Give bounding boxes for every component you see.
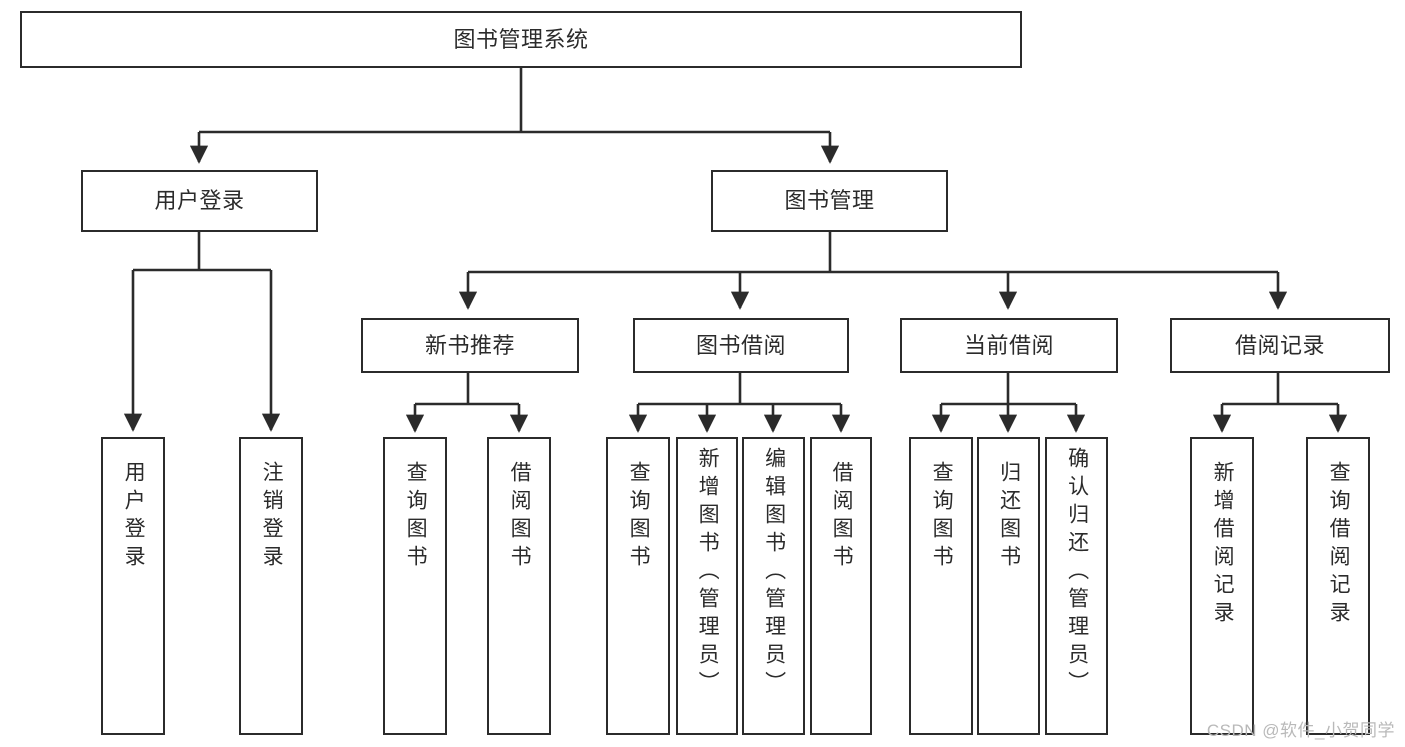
node-user-login-label: 用户登录: [154, 188, 245, 214]
node-leaf-query-record[interactable]: 查询借阅记录: [1306, 437, 1370, 735]
node-user-login[interactable]: 用户登录: [81, 170, 318, 232]
node-leaf-edit-book[interactable]: 编辑图书（管理员）: [742, 437, 805, 735]
node-leaf-add-record[interactable]: 新增借阅记录: [1190, 437, 1254, 735]
node-leaf-return-book[interactable]: 归还图书: [977, 437, 1040, 735]
node-leaf-query-book-2-label: 查询图书: [627, 461, 651, 573]
node-leaf-query-book-3-label: 查询图书: [930, 461, 954, 573]
node-leaf-borrow-book-2[interactable]: 借阅图书: [810, 437, 872, 735]
node-new-book-recommend-label: 新书推荐: [424, 332, 515, 358]
node-leaf-add-record-label: 新增借阅记录: [1211, 461, 1235, 629]
node-book-borrow[interactable]: 图书借阅: [633, 318, 849, 373]
node-leaf-return-book-label: 归还图书: [997, 461, 1021, 573]
watermark-text: CSDN @软件_小贺同学: [1206, 721, 1395, 740]
node-current-borrow-label: 当前借阅: [963, 332, 1054, 358]
node-leaf-add-book-label: 新增图书（管理员）: [696, 447, 720, 699]
node-leaf-add-book[interactable]: 新增图书（管理员）: [676, 437, 738, 735]
node-leaf-borrow-book-1-label: 借阅图书: [508, 461, 532, 573]
node-leaf-query-book-1[interactable]: 查询图书: [383, 437, 447, 735]
node-leaf-query-book-1-label: 查询图书: [404, 461, 428, 573]
node-root[interactable]: 图书管理系统: [20, 11, 1022, 68]
node-leaf-confirm-return[interactable]: 确认归还（管理员）: [1045, 437, 1108, 735]
node-leaf-logout[interactable]: 注销登录: [239, 437, 303, 735]
node-leaf-query-record-label: 查询借阅记录: [1327, 461, 1351, 629]
node-book-manage[interactable]: 图书管理: [711, 170, 948, 232]
node-leaf-query-book-2[interactable]: 查询图书: [606, 437, 670, 735]
node-leaf-user-login-label: 用户登录: [122, 461, 146, 573]
node-leaf-borrow-book-2-label: 借阅图书: [830, 461, 854, 573]
node-borrow-record-label: 借阅记录: [1234, 332, 1325, 358]
node-leaf-query-book-3[interactable]: 查询图书: [909, 437, 973, 735]
node-root-label: 图书管理系统: [453, 26, 589, 52]
node-new-book-recommend[interactable]: 新书推荐: [361, 318, 579, 373]
node-book-borrow-label: 图书借阅: [695, 332, 786, 358]
node-borrow-record[interactable]: 借阅记录: [1170, 318, 1390, 373]
node-leaf-logout-label: 注销登录: [260, 461, 284, 573]
node-book-manage-label: 图书管理: [784, 188, 875, 214]
node-leaf-borrow-book-1[interactable]: 借阅图书: [487, 437, 551, 735]
node-leaf-user-login[interactable]: 用户登录: [101, 437, 165, 735]
node-leaf-confirm-return-label: 确认归还（管理员）: [1065, 447, 1089, 699]
node-leaf-edit-book-label: 编辑图书（管理员）: [762, 447, 786, 699]
node-current-borrow[interactable]: 当前借阅: [900, 318, 1118, 373]
